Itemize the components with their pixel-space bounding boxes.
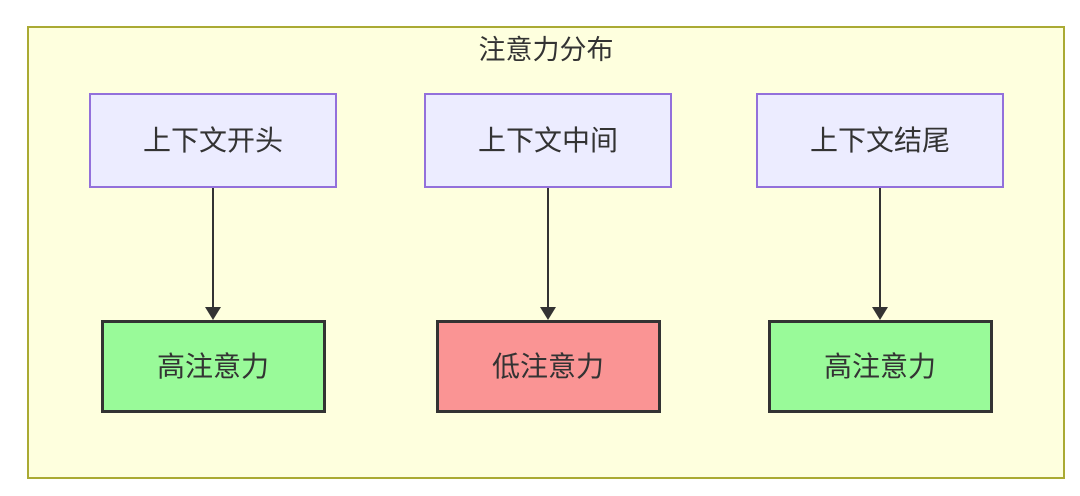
target-node: 高注意力 <box>100 320 326 413</box>
target-node-label: 高注意力 <box>823 350 936 382</box>
target-node: 高注意力 <box>767 320 993 413</box>
flow-column-start: 上下文开头 高注意力 <box>89 93 337 413</box>
flow-column-middle: 上下文中间 低注意力 <box>424 93 672 413</box>
arrow-down-icon <box>540 188 556 320</box>
source-node-label: 上下文结尾 <box>809 124 950 156</box>
diagram-title: 注意力分布 <box>478 35 614 65</box>
arrow-head <box>540 307 556 320</box>
source-node: 上下文中间 <box>424 93 672 188</box>
arrow-line <box>546 188 550 307</box>
source-node-label: 上下文开头 <box>142 124 283 156</box>
source-node: 上下文结尾 <box>756 93 1004 188</box>
source-node-label: 上下文中间 <box>477 124 618 156</box>
target-node-label: 高注意力 <box>156 350 269 382</box>
arrow-down-icon <box>205 188 221 320</box>
arrow-head <box>205 307 221 320</box>
arrow-line <box>211 188 215 307</box>
target-node-label: 低注意力 <box>491 350 604 382</box>
target-node: 低注意力 <box>435 320 661 413</box>
diagram-canvas: 注意力分布 上下文开头 高注意力 上下文中间 低注意力 上下文结尾 <box>27 26 1065 479</box>
arrow-down-icon <box>872 188 888 320</box>
arrow-head <box>872 307 888 320</box>
flow-column-end: 上下文结尾 高注意力 <box>756 93 1004 413</box>
arrow-line <box>878 188 882 307</box>
source-node: 上下文开头 <box>89 93 337 188</box>
